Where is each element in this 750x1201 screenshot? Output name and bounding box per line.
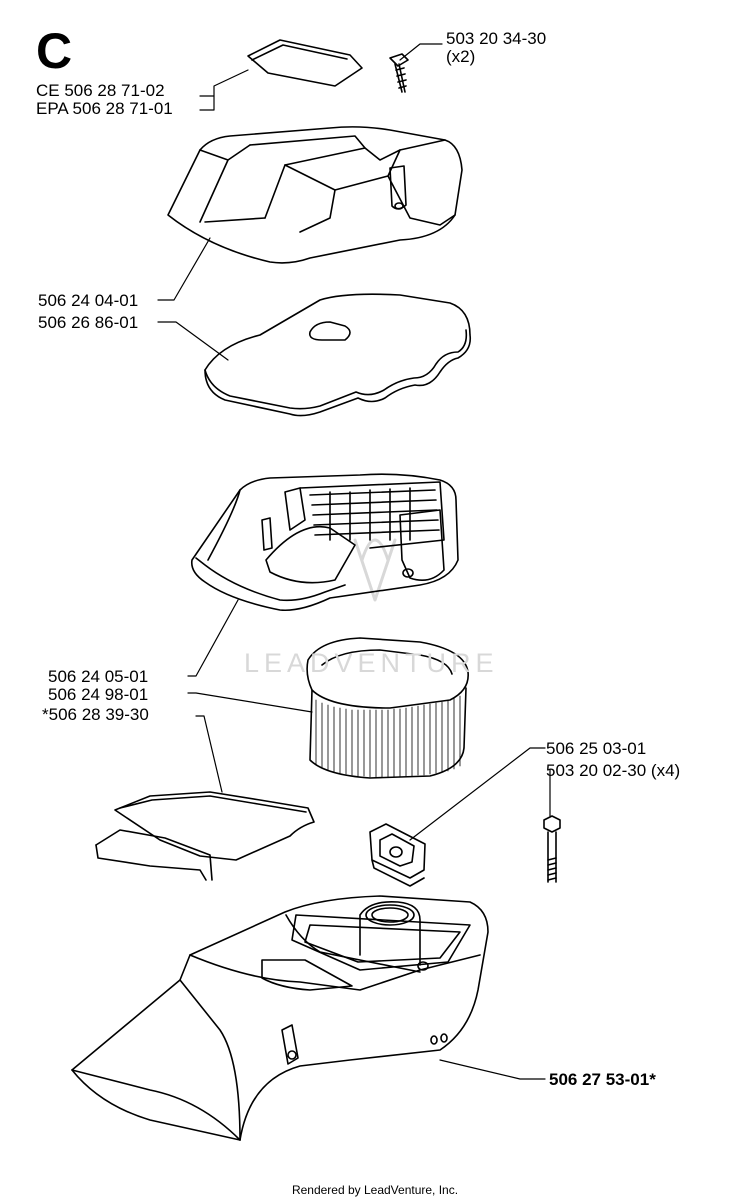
watermark: LEADVENTURE (244, 648, 499, 678)
bolt (543, 815, 561, 883)
label-foam-filter: 506 26 86-01 (38, 313, 139, 332)
label-filter-cover-epa: EPA 506 28 71-01 (36, 99, 173, 118)
filter-cover-plate (247, 39, 363, 87)
gasket (95, 791, 315, 881)
watermark-logo (353, 538, 397, 602)
label-filter-housing: 506 24 05-01 (48, 667, 149, 686)
rubber-bushing (369, 823, 426, 887)
label-paper-filter: 506 24 98-01 (48, 685, 149, 704)
top-cover (167, 126, 463, 264)
label-screw-top-part: 503 20 34-30 (446, 29, 547, 48)
paper-filter (306, 637, 469, 779)
label-bottom-cover: 506 27 53-01* (549, 1070, 656, 1089)
footer-credit: Rendered by LeadVenture, Inc. (291, 1183, 459, 1197)
foam-filter (204, 293, 472, 417)
label-bolt: 503 20 02-30 (x4) (546, 761, 681, 780)
section-letter: C (36, 23, 73, 79)
label-filter-cover-ce: CE 506 28 71-02 (36, 81, 165, 100)
label-gasket: *506 28 39-30 (42, 705, 149, 724)
label-rubber-bushing: 506 25 03-01 (546, 739, 647, 758)
leader-lines (157, 43, 551, 1080)
label-top-cover: 506 24 04-01 (38, 291, 139, 310)
bottom-cover (71, 895, 489, 1141)
label-screw-top-qty: (x2) (446, 47, 476, 66)
filter-housing (190, 473, 459, 612)
screw-top (389, 53, 409, 93)
